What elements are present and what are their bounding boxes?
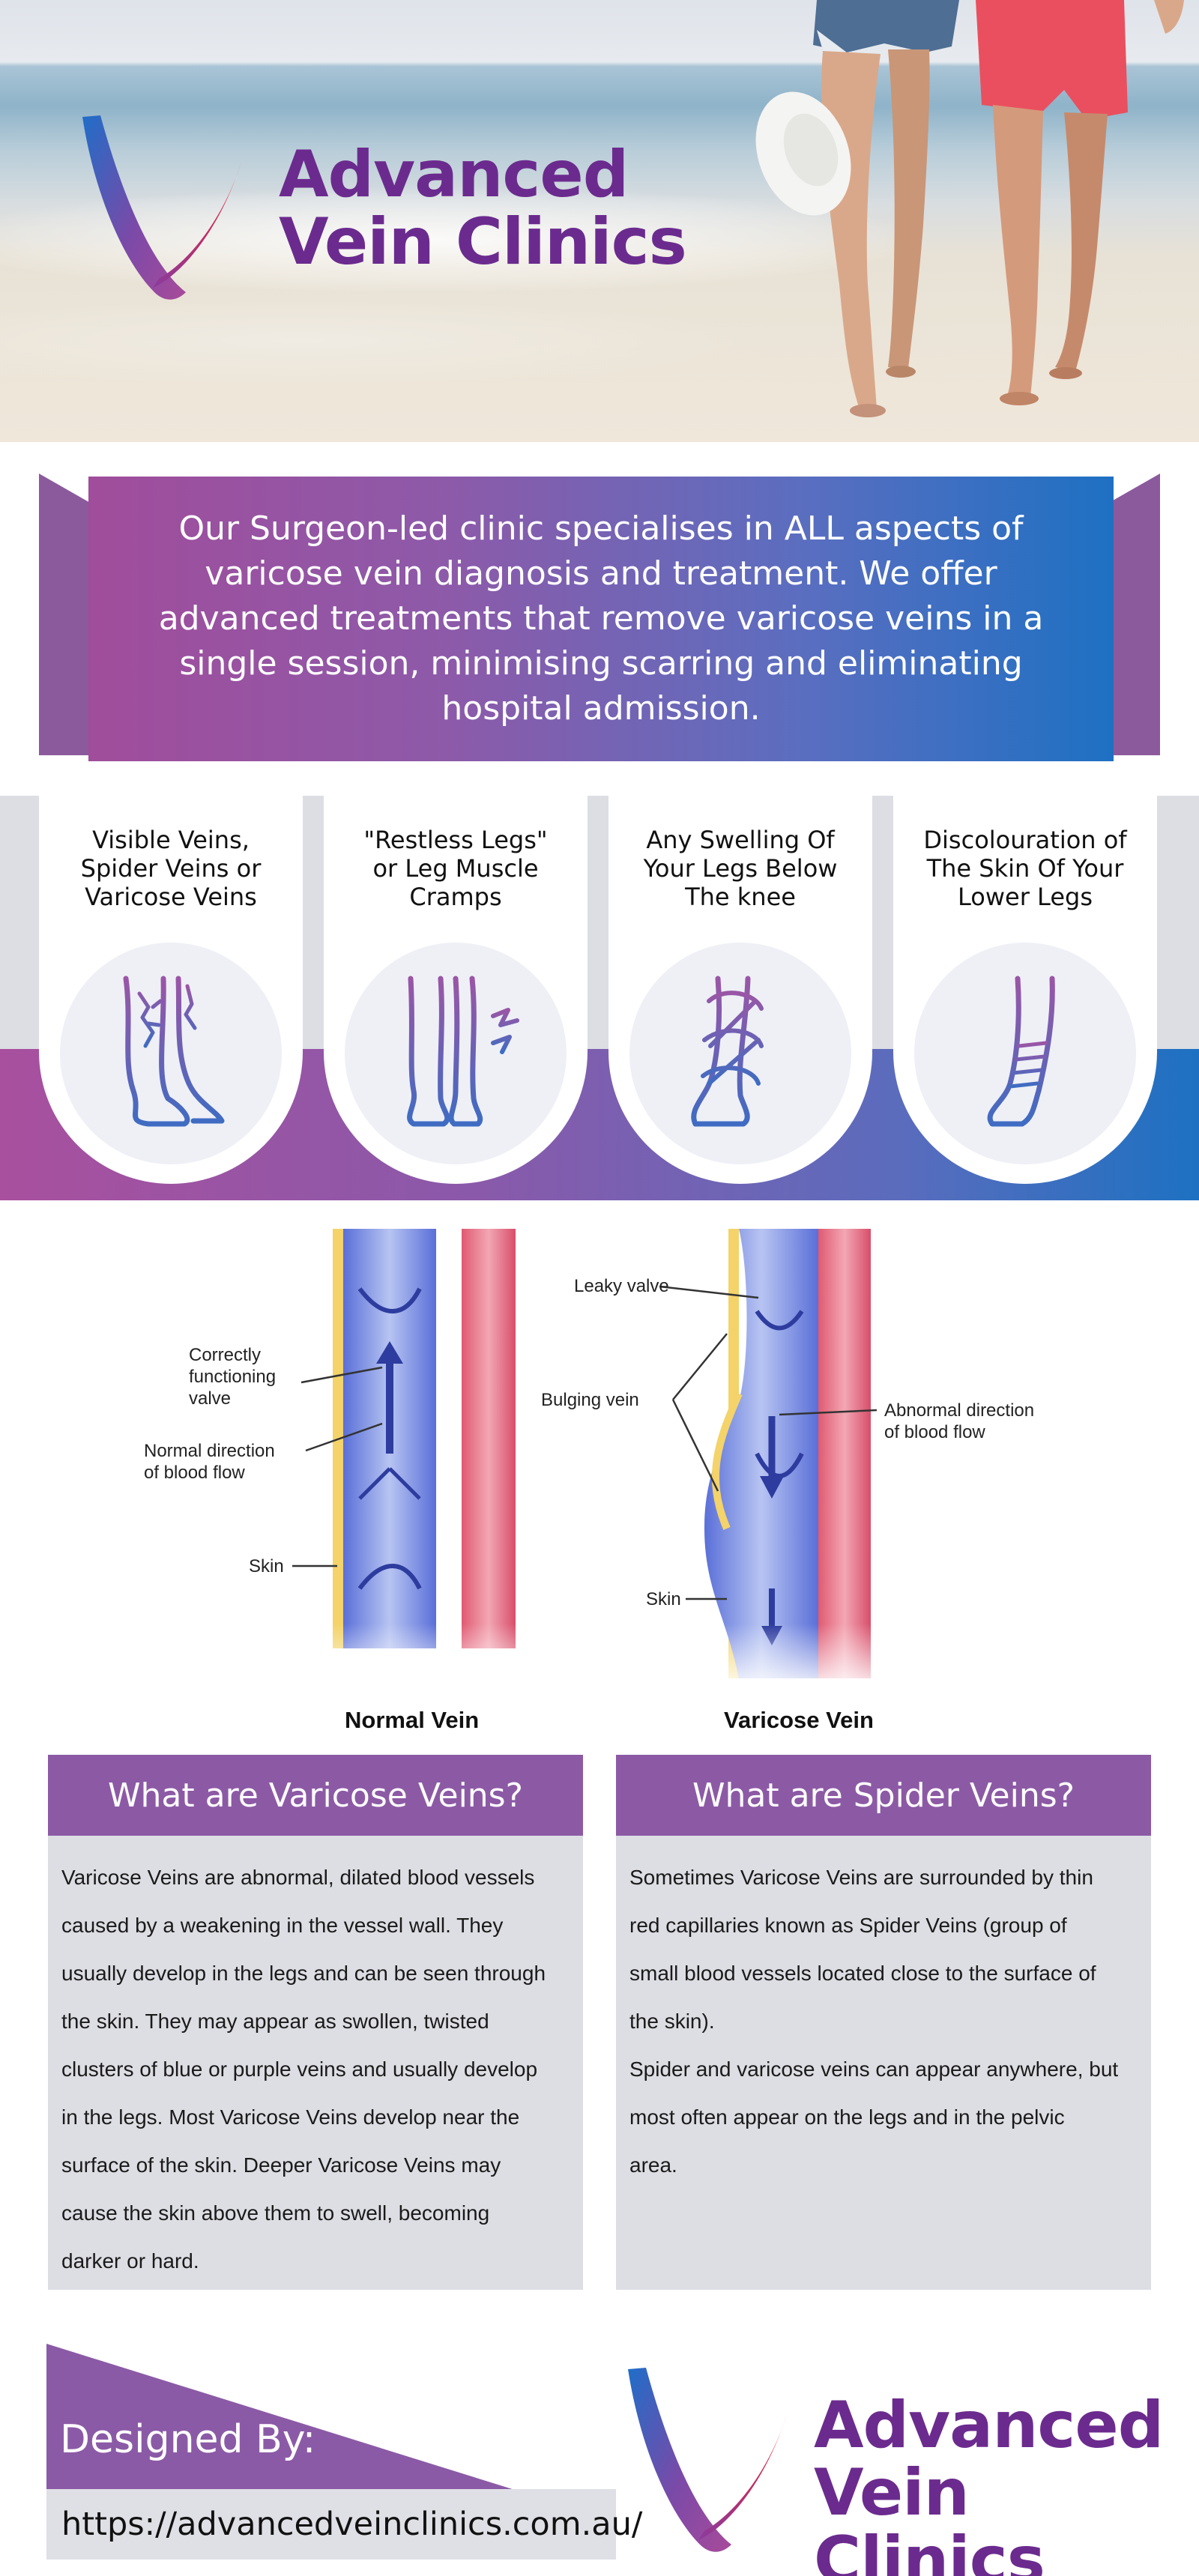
beach-walkers-image [755,0,1184,417]
website-url[interactable]: https://advancedveinclinics.com.au/ [61,2506,643,2543]
symptom-title: Any Swelling Of Your Legs Below The knee [643,826,838,911]
symptom-title: Discolouration of The Skin Of Your Lower… [923,826,1127,911]
symptom-card-swelling: Any Swelling Of Your Legs Below The knee [608,796,872,1184]
brand-line-2: Vein Clinics [279,205,687,279]
brand-line-1: Advanced [279,137,629,212]
spider-box-title: What are Spider Veins? [616,1755,1151,1836]
symptom-title: Visible Veins, Spider Veins or Varicose … [80,826,262,911]
footer-logo-icon [628,2368,787,2552]
symptom-icon-circle [629,943,851,1164]
symptom-card-restless-legs: "Restless Legs" or Leg Muscle Cramps [324,796,588,1184]
beach-sand [0,296,749,386]
varicose-box-title: What are Varicose Veins? [48,1755,583,1836]
intro-text: Our Surgeon-led clinic specialises in AL… [158,510,1044,728]
leg-veins-icon [123,976,225,1127]
label-abnormal-direction: Abnormal direction of blood flow [884,1400,1035,1442]
symptom-icon-circle [345,943,567,1164]
brand-name: Advanced Vein Clinics [279,137,687,279]
ribbon-left [39,474,91,755]
symptom-title: "Restless Legs" or Leg Muscle Cramps [363,826,548,911]
spider-veins-box: What are Spider Veins? Sometimes Varicos… [616,1755,1151,2290]
symptom-icon-circle [60,943,282,1164]
hero-banner: Advanced Vein Clinics [0,0,1199,442]
caption-normal-vein: Normal Vein [345,1707,480,1733]
leg-swelling-icon [691,976,764,1127]
leg-discolouration-icon [987,976,1055,1127]
label-normal-direction: Normal direction of blood flow [144,1441,275,1483]
brand-logo-icon [82,115,241,300]
designed-by-label: Designed By: [60,2417,316,2462]
footer-brand-line-1: Advanced [814,2388,1164,2463]
label-correct-valve: Correctly functioning valve [189,1345,277,1409]
intro-section: Our Surgeon-led clinic specialises in AL… [0,474,1199,764]
footer-brand-line-2: Vein Clinics [814,2455,1045,2576]
ribbon-right [1108,474,1160,755]
footer-brand-name: Advanced Vein Clinics [814,2392,1199,2576]
varicose-box-text: Varicose Veins are abnormal, dilated blo… [61,1866,546,2273]
varicose-veins-box: What are Varicose Veins? Varicose Veins … [48,1755,583,2290]
vein-diagram-illustration [292,1229,884,1693]
symptom-card-visible-veins: Visible Veins, Spider Veins or Varicose … [39,796,303,1184]
caption-varicose-vein: Varicose Vein [724,1707,874,1733]
spider-box-text: Sometimes Varicose Veins are surrounded … [629,1866,1119,2177]
label-bulging-vein: Bulging vein [541,1390,639,1410]
label-skin-varicose: Skin [646,1589,681,1609]
symptom-card-discolouration: Discolouration of The Skin Of Your Lower… [893,796,1157,1184]
label-skin-normal: Skin [249,1556,284,1576]
vein-diagram: Correctly functioning valve Normal direc… [135,1229,1064,1738]
intro-banner: Our Surgeon-led clinic specialises in AL… [88,477,1114,761]
website-link[interactable]: https://advancedveinclinics.com.au/ [46,2489,642,2560]
leg-cramp-icon [407,976,519,1127]
symptom-icon-circle [914,943,1136,1164]
label-leaky-valve: Leaky valve [574,1276,669,1296]
